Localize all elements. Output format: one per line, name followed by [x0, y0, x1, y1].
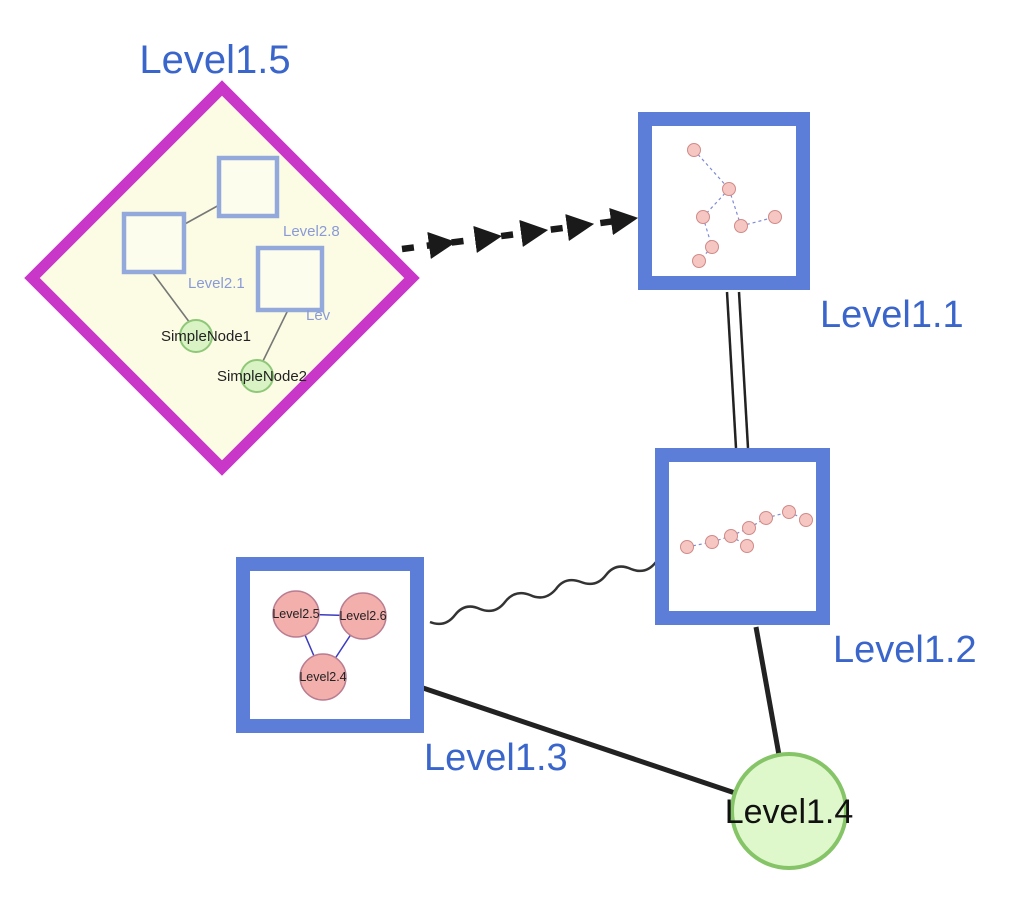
- node-level2-1[interactable]: [121, 211, 187, 275]
- node-level15-label: Level1.5: [139, 38, 290, 82]
- level12-mini-nodes: [680, 505, 813, 554]
- node-level11-label: Level1.1: [820, 294, 964, 336]
- node-level12[interactable]: [655, 448, 830, 625]
- edge-level12-to-level14[interactable]: [753, 626, 782, 756]
- node-level2-1-label: Level2.1: [188, 275, 245, 292]
- node-simplenode2-label: SimpleNode2: [217, 368, 307, 385]
- node-level2-5[interactable]: [272, 590, 320, 638]
- node-level2-8[interactable]: [216, 155, 280, 219]
- node-level12-label: Level1.2: [833, 629, 977, 671]
- node-simplenode1-label: SimpleNode1: [161, 328, 251, 345]
- node-level2-4[interactable]: [299, 653, 347, 701]
- edge-level13-to-level12[interactable]: [429, 561, 657, 626]
- level13-border[interactable]: [236, 557, 424, 733]
- edge-level15-to-level11[interactable]: [401, 208, 639, 260]
- node-level2-lev-label: Lev: [306, 307, 331, 324]
- node-level2-6[interactable]: [339, 592, 387, 640]
- node-simplenode1[interactable]: [179, 319, 213, 353]
- level15-inner-edge: [182, 203, 222, 226]
- node-level2-6-label: Level2.6: [339, 609, 386, 623]
- level15-inner-edge: [151, 271, 191, 324]
- level15-diamond-shape[interactable]: [24, 80, 420, 476]
- node-level13-label: Level1.3: [424, 737, 568, 779]
- node-level14-label: Level1.4: [725, 793, 854, 831]
- level14-circle-shape[interactable]: [730, 752, 848, 870]
- edge-level11-to-level12[interactable]: [725, 291, 750, 449]
- level12-border[interactable]: [655, 448, 830, 625]
- node-level2-5-label: Level2.5: [272, 607, 319, 621]
- level11-mini-nodes: [687, 143, 782, 268]
- node-level2-8-label: Level2.8: [283, 223, 340, 240]
- node-level14[interactable]: Level1.4: [725, 752, 854, 870]
- level11-border[interactable]: [638, 112, 810, 290]
- node-level13[interactable]: Level2.5 Level2.6 Level2.4: [236, 557, 424, 733]
- node-level11[interactable]: [638, 112, 810, 290]
- node-level2-4-label: Level2.4: [299, 670, 346, 684]
- node-simplenode2[interactable]: [240, 359, 274, 393]
- node-level2-lev[interactable]: [255, 245, 325, 313]
- node-level15[interactable]: Level2.8 Level2.1 Lev SimpleNode1 Simple…: [24, 80, 420, 476]
- level15-inner-edge: [262, 309, 289, 362]
- edge-level13-to-level14[interactable]: [422, 685, 736, 796]
